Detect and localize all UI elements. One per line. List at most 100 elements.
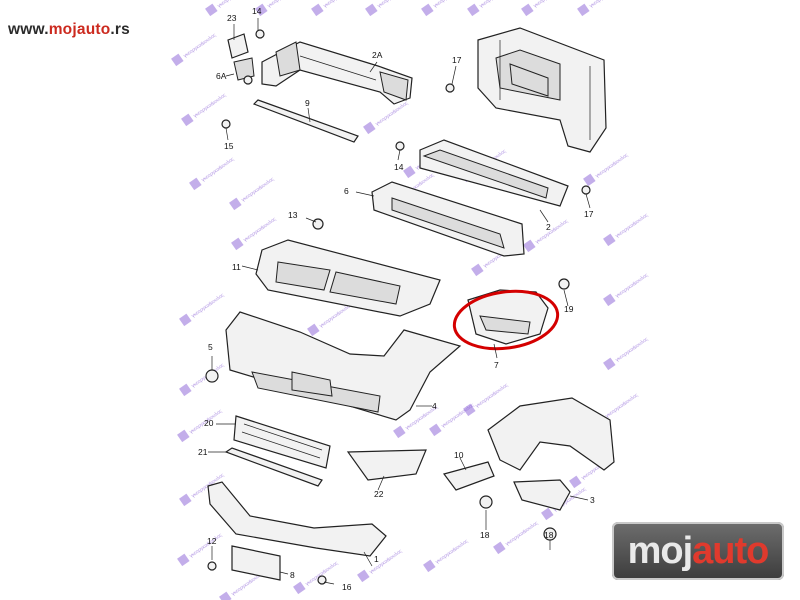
watermark-emblem-icon [179, 313, 192, 327]
highlight-circle [452, 289, 560, 351]
watermark-emblem-icon [471, 263, 484, 277]
watermark-emblem-icon [311, 3, 324, 17]
watermark-text: γκεοργκα&ιουλος [377, 0, 412, 9]
watermark-emblem-icon [541, 507, 554, 521]
watermark-emblem-icon [179, 493, 192, 507]
callout-label: 13 [288, 210, 298, 220]
watermark-text: γκεοργκα&ιουλος [191, 292, 226, 319]
watermark-stamp: γκεοργκα&ιουλος [177, 532, 224, 567]
watermark-stamp: γκεοργκα&ιουλος [603, 212, 650, 247]
site-url[interactable]: www.mojauto.rs [8, 21, 130, 39]
watermark-stamp: γκεοργκα&ιουλος [171, 32, 218, 67]
part-front-end-carrier [477, 27, 607, 153]
part-bumper-cover [225, 311, 462, 421]
watermark-emblem-icon [365, 3, 378, 17]
watermark-stamp: γκεοργκα&ιουλος [229, 176, 276, 211]
part-air-guide [452, 289, 560, 351]
watermark-text: γκεοργκα&ιουλος [615, 212, 650, 239]
watermark-text: γκεοργκα&ιουλος [479, 0, 514, 9]
watermark-stamp: γκεοργκα&ιουλος [189, 156, 236, 191]
watermark-emblem-icon [603, 293, 616, 307]
watermark-text: γκεοργκα&ιουλος [435, 538, 470, 565]
watermark-text: γκεοργκα&ιουλος [243, 216, 278, 243]
part-side-bracket [442, 461, 571, 511]
watermark-emblem-icon [363, 121, 376, 135]
watermark-emblem-icon [421, 3, 434, 17]
callout-label: 19 [564, 304, 574, 314]
watermark-stamp: γκεοργκα&ιουλος [293, 560, 340, 595]
watermark-emblem-icon [205, 3, 218, 17]
url-brand-a: moj [48, 21, 77, 38]
callout-label: 10 [454, 450, 464, 460]
watermark-text: γκεοργκα&ιουλος [193, 92, 228, 119]
callout-label: 16 [342, 582, 352, 592]
watermark-text: γκεοργκα&ιουλος [589, 0, 624, 9]
watermark-text: γκεοργκα&ιουλος [535, 218, 570, 245]
callout-label: 21 [198, 447, 208, 457]
watermark-emblem-icon [293, 581, 306, 595]
watermark-emblem-icon [467, 3, 480, 17]
watermark-text: γκεοργκα&ιουλος [505, 520, 540, 547]
callout-label: 17 [452, 55, 462, 65]
watermark-text: γκεοργκα&ιουλος [533, 0, 568, 9]
part-bracket-23 [227, 33, 255, 81]
part-fog-cover [346, 449, 427, 481]
watermark-stamp: γκεοργκα&ιουλος [311, 0, 358, 17]
leader-lines [208, 18, 591, 585]
watermark-emblem-icon [403, 165, 416, 179]
url-prefix: www. [8, 21, 49, 38]
url-suffix: .rs [110, 21, 130, 38]
watermark-emblem-icon [603, 357, 616, 371]
callout-label: 14 [394, 162, 404, 172]
callout-label: 20 [204, 418, 214, 428]
watermark-emblem-icon [493, 541, 506, 555]
watermark-emblem-icon [521, 3, 534, 17]
watermark-emblem-icon [603, 233, 616, 247]
watermark-emblem-icon [177, 429, 190, 443]
watermark-emblem-icon [219, 591, 232, 600]
part-lower-grille [224, 415, 331, 487]
watermark-emblem-icon [189, 177, 202, 191]
callout-label: 7 [494, 360, 499, 370]
callout-label: 3 [590, 495, 595, 505]
watermark-emblem-icon [231, 237, 244, 251]
watermark-text: γκεοργκα&ιουλος [217, 0, 252, 9]
callout-label: 5 [208, 342, 213, 352]
callout-label: 2 [546, 222, 551, 232]
watermark-emblem-icon [577, 3, 590, 17]
watermark-stamp: γκεοργκα&ιουλος [179, 292, 226, 327]
callout-label: 6A [216, 71, 227, 81]
watermark-stamp: γκεοργκα&ιουλος [603, 272, 650, 307]
callout-label: 2A [372, 50, 383, 60]
watermark-text: γκεοργκα&ιουλος [615, 336, 650, 363]
watermark-emblem-icon [523, 239, 536, 253]
watermark-text: γκεοργκα&ιουλος [441, 402, 476, 429]
watermark-stamp: γκεοργκα&ιουλος [231, 216, 278, 251]
watermark-text: γκεοργκα&ιουλος [241, 176, 276, 203]
logo-text-a: moj [627, 529, 694, 572]
watermark-stamp: γκεοργκα&ιουλος [521, 0, 568, 17]
watermark-emblem-icon [569, 475, 582, 489]
watermark-text: γκεοργκα&ιουλος [595, 152, 630, 179]
watermark-emblem-icon [181, 113, 194, 127]
callout-label: 15 [224, 141, 234, 151]
part-fender [487, 397, 615, 471]
watermark-emblem-icon [393, 425, 406, 439]
watermark-stamp: γκεοργκα&ιουλος [577, 0, 624, 17]
watermark-emblem-icon [229, 197, 242, 211]
callout-label: 9 [305, 98, 310, 108]
watermark-stamp: γκεοργκα&ιουλος [423, 538, 470, 573]
part-trim-strip [252, 99, 359, 143]
callout-label: 23 [227, 13, 237, 23]
watermark-emblem-icon [423, 559, 436, 573]
watermark-emblem-icon [179, 383, 192, 397]
callout-label: 8 [290, 570, 295, 580]
watermark-text: γκεοργκα&ιουλος [615, 272, 650, 299]
watermark-stamp: γκεοργκα&ιουλος [603, 336, 650, 371]
part-plate-bracket [231, 545, 281, 581]
watermark-text: γκεοργκα&ιουλος [201, 156, 236, 183]
watermark-emblem-icon [255, 3, 268, 17]
watermark-stamp: γκεοργκα&ιουλος [179, 362, 226, 397]
